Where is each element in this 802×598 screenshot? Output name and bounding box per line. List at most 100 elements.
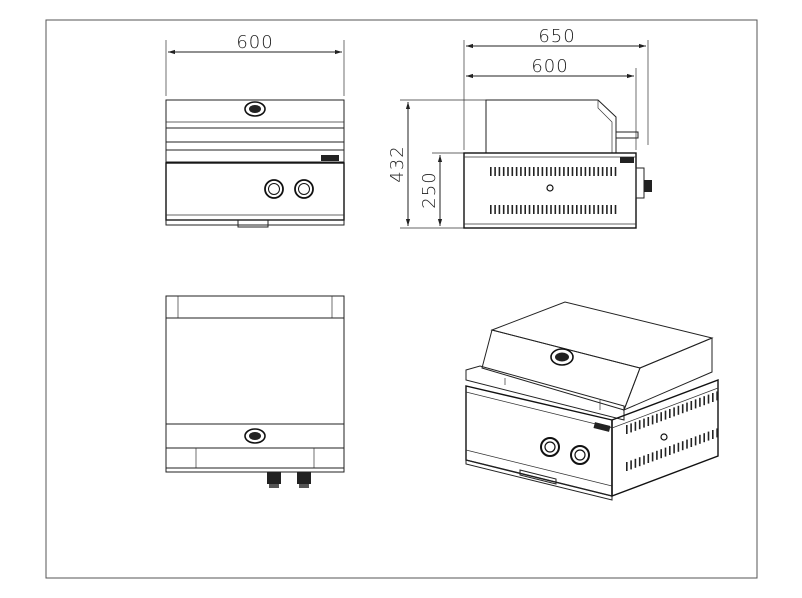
gas-inlet-icon xyxy=(635,167,652,199)
vent-slot xyxy=(520,167,522,176)
vent-slot xyxy=(660,412,662,422)
vent-slot xyxy=(716,428,718,438)
body-height-dimension: 250 xyxy=(419,152,464,226)
vent-slot xyxy=(507,205,509,214)
vent-slot xyxy=(554,205,557,214)
vent-slot xyxy=(584,167,587,176)
vent-slot xyxy=(490,205,492,214)
vent-slot xyxy=(656,413,658,423)
vent-slot xyxy=(524,167,526,176)
brand-logo-icon xyxy=(550,348,574,366)
vent-slot xyxy=(550,167,552,176)
ignition-hole xyxy=(660,433,668,441)
vent-slot xyxy=(533,167,535,176)
vent-slot xyxy=(576,205,578,214)
vent-slot xyxy=(643,455,645,465)
vent-slot xyxy=(563,167,565,176)
vent-slot xyxy=(502,205,505,214)
vent-slot xyxy=(677,405,680,415)
vent-slot xyxy=(571,167,574,176)
vent-slot xyxy=(593,167,595,176)
vent-slot xyxy=(528,167,531,176)
vent-slot xyxy=(707,394,710,404)
side-body-width-label: 600 xyxy=(531,56,568,77)
vent-slot xyxy=(494,167,496,176)
control-knob-icon xyxy=(570,445,590,465)
vent-slot xyxy=(677,442,680,452)
brand-logo-icon xyxy=(244,101,266,117)
vent-slot xyxy=(638,457,641,467)
vent-slot xyxy=(515,167,518,176)
body-height-label: 250 xyxy=(419,171,440,208)
vent-slot xyxy=(537,205,539,214)
vent-slot xyxy=(656,450,658,460)
vent-slots xyxy=(626,391,718,434)
vent-slot xyxy=(643,418,645,428)
vent-slot xyxy=(576,167,578,176)
vent-slot xyxy=(699,397,701,407)
vent-slot xyxy=(606,205,608,214)
vent-slot xyxy=(664,410,667,420)
vent-slot xyxy=(703,433,705,443)
vent-slot xyxy=(686,402,688,412)
vent-slot xyxy=(597,205,600,214)
control-knob-icon xyxy=(540,437,560,457)
vent-slot xyxy=(703,396,705,406)
vent-slot xyxy=(712,430,714,439)
ignition-hole xyxy=(546,184,554,192)
vent-slot xyxy=(537,167,539,176)
vent-slot xyxy=(490,167,492,176)
sheet-frame xyxy=(45,19,758,579)
vent-slot xyxy=(716,391,718,401)
vent-slot xyxy=(647,454,650,463)
vent-slot xyxy=(498,167,501,176)
overall-height-dimension: 432 xyxy=(387,99,486,229)
vent-slot xyxy=(601,167,604,176)
vent-slot xyxy=(563,205,565,214)
vent-slot xyxy=(528,205,531,214)
side-overall-width-dimension: 650 xyxy=(463,26,649,150)
control-knob-icon xyxy=(294,179,314,199)
vent-slot xyxy=(554,167,557,176)
vent-slots xyxy=(490,167,617,176)
vent-slot xyxy=(651,415,654,425)
vent-slot xyxy=(610,167,612,176)
vent-slot xyxy=(626,462,628,471)
vent-slot xyxy=(588,167,591,176)
vent-slot xyxy=(502,167,505,176)
vent-slot xyxy=(669,446,671,455)
brand-badge xyxy=(593,422,611,432)
vent-slot xyxy=(614,167,617,176)
vent-slot xyxy=(507,167,509,176)
vent-slot xyxy=(524,205,526,214)
vent-slot xyxy=(550,205,552,214)
vent-slot xyxy=(584,205,587,214)
vent-slot xyxy=(651,452,654,462)
vent-slot xyxy=(694,399,697,409)
control-knob-icon xyxy=(264,179,284,199)
top-view xyxy=(165,295,345,488)
vent-slot xyxy=(690,438,693,447)
control-knob-icon xyxy=(267,472,281,488)
vent-slot xyxy=(681,404,684,414)
vent-slot xyxy=(673,407,675,417)
vent-slot xyxy=(494,205,496,214)
vent-slot xyxy=(634,421,637,431)
vent-slot xyxy=(511,205,514,214)
vent-slot xyxy=(520,205,522,214)
brand-badge xyxy=(620,157,634,163)
brand-badge xyxy=(321,155,339,161)
vent-slot xyxy=(634,458,637,468)
vent-slot xyxy=(630,423,632,433)
vent-slot xyxy=(647,417,650,426)
vent-slot xyxy=(694,436,697,446)
front-width-dimension: 600 xyxy=(165,32,345,96)
vent-slot xyxy=(699,434,701,444)
vent-slot xyxy=(580,167,582,176)
side-overall-width-label: 650 xyxy=(538,26,575,47)
vent-slot xyxy=(511,167,514,176)
vent-slot xyxy=(541,205,544,214)
vent-slot xyxy=(558,205,561,214)
side-view: 650 600 432 250 xyxy=(387,26,652,229)
